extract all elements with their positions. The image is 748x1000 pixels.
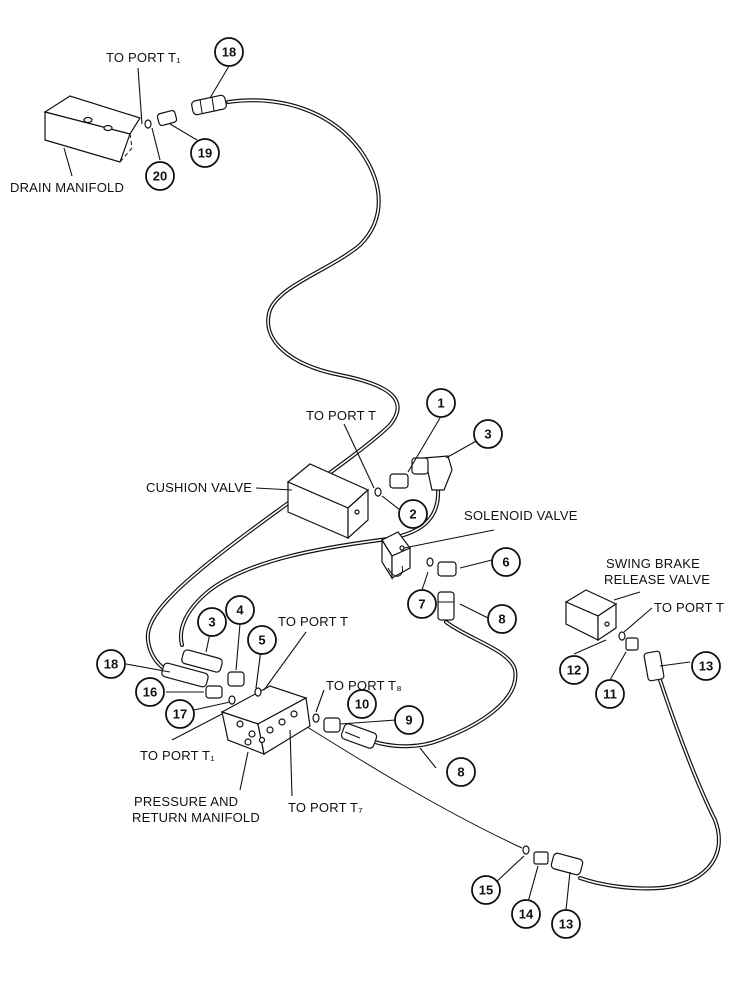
fitting-9: [323, 717, 341, 733]
svg-text:17: 17: [173, 707, 187, 722]
callout-13-bottom: 13: [551, 909, 581, 939]
svg-text:3: 3: [484, 427, 491, 442]
drain-manifold-block: [43, 95, 141, 163]
leader-lines: [63, 65, 691, 911]
svg-text:14: 14: [519, 907, 534, 922]
callout-20: 20: [145, 161, 175, 191]
pressure-return-manifold-block: [220, 685, 311, 755]
label-pressure-return-1: PRESSURE AND: [134, 794, 238, 809]
label-to-port-t8: TO PORT T₈: [326, 678, 402, 693]
label-to-port-t-mid: TO PORT T: [278, 614, 348, 629]
label-pressure-return-2: RETURN MANIFOLD: [132, 810, 260, 825]
callout-4: 4: [225, 595, 255, 625]
elbow-fitting-3-top: [411, 455, 453, 491]
svg-text:16: 16: [143, 685, 157, 700]
svg-text:13: 13: [699, 659, 713, 674]
label-to-port-t-cushion: TO PORT T: [306, 408, 376, 423]
label-swing-brake-1: SWING BRAKE: [606, 556, 700, 571]
callout-15: 15: [471, 875, 501, 905]
fitting-16: [205, 685, 223, 699]
callout-11: 11: [595, 679, 625, 709]
label-solenoid-valve: SOLENOID VALVE: [464, 508, 578, 523]
fitting-8-solenoid: [437, 591, 455, 621]
label-swing-brake-2: RELEASE VALVE: [604, 572, 710, 587]
callout-16: 16: [135, 677, 165, 707]
svg-text:9: 9: [405, 713, 412, 728]
svg-text:8: 8: [457, 765, 464, 780]
fitting-6: [426, 557, 457, 577]
pilot-line: [295, 719, 523, 849]
callout-9: 9: [394, 705, 424, 735]
hose-solenoid-line: [373, 620, 518, 749]
callout-10: 10: [347, 689, 377, 719]
callout-13-top: 13: [691, 651, 721, 681]
svg-text:18: 18: [104, 657, 118, 672]
hose-drain-line: [145, 98, 400, 680]
callout-19: 19: [190, 138, 220, 168]
label-to-port-t7: TO PORT T₇: [288, 800, 363, 815]
callout-8-manifold: 8: [446, 757, 476, 787]
callout-2: 2: [398, 499, 428, 529]
solenoid-valve-block: [381, 531, 411, 581]
fitting-3-manifold: [181, 649, 223, 673]
label-cushion-valve: CUSHION VALVE: [146, 480, 252, 495]
svg-text:7: 7: [418, 597, 425, 612]
callout-8-solenoid: 8: [487, 604, 517, 634]
svg-text:18: 18: [222, 45, 236, 60]
svg-text:15: 15: [479, 883, 493, 898]
svg-text:6: 6: [502, 555, 509, 570]
svg-text:19: 19: [198, 146, 212, 161]
callout-17: 17: [165, 699, 195, 729]
hose-cushion-line: [179, 486, 441, 647]
label-to-port-t1-bottom: TO PORT T₁: [140, 748, 215, 763]
callout-18-manifold: 18: [96, 649, 126, 679]
label-drain-manifold: DRAIN MANIFOLD: [10, 180, 124, 195]
fitting-11: [618, 631, 639, 651]
svg-text:2: 2: [409, 507, 416, 522]
label-to-port-t1-top: TO PORT T₁: [106, 50, 181, 65]
svg-text:3: 3: [208, 615, 215, 630]
fitting-1: [374, 473, 409, 497]
callout-3-top: 3: [473, 419, 503, 449]
fitting-4: [227, 671, 245, 687]
svg-text:13: 13: [559, 917, 573, 932]
cushion-valve-block: [286, 463, 370, 540]
svg-text:8: 8: [498, 612, 505, 627]
callout-1: 1: [426, 388, 456, 418]
hose-swing-brake-line: [578, 678, 721, 891]
svg-text:4: 4: [236, 603, 244, 618]
fitting-18-manifold: [161, 662, 209, 688]
svg-text:20: 20: [153, 169, 167, 184]
callout-5: 5: [247, 625, 277, 655]
callout-7: 7: [407, 589, 437, 619]
svg-text:12: 12: [567, 663, 581, 678]
swing-brake-valve-block: [564, 589, 618, 642]
callout-14: 14: [511, 899, 541, 929]
callout-3-manifold: 3: [197, 607, 227, 637]
callout-6: 6: [491, 547, 521, 577]
callout-12: 12: [559, 655, 589, 685]
fitting-18-top: [191, 94, 227, 116]
callout-18-top: 18: [214, 37, 244, 67]
svg-text:10: 10: [355, 697, 369, 712]
fittings-bottom: [522, 845, 584, 876]
fitting-13-top: [643, 650, 665, 682]
svg-text:5: 5: [258, 633, 265, 648]
svg-text:1: 1: [437, 396, 444, 411]
label-to-port-t-swing: TO PORT T: [654, 600, 724, 615]
fitting-8-manifold: [340, 723, 378, 749]
o-rings-manifold: [228, 687, 320, 723]
fitting-19: [144, 109, 178, 129]
svg-text:11: 11: [603, 687, 617, 702]
